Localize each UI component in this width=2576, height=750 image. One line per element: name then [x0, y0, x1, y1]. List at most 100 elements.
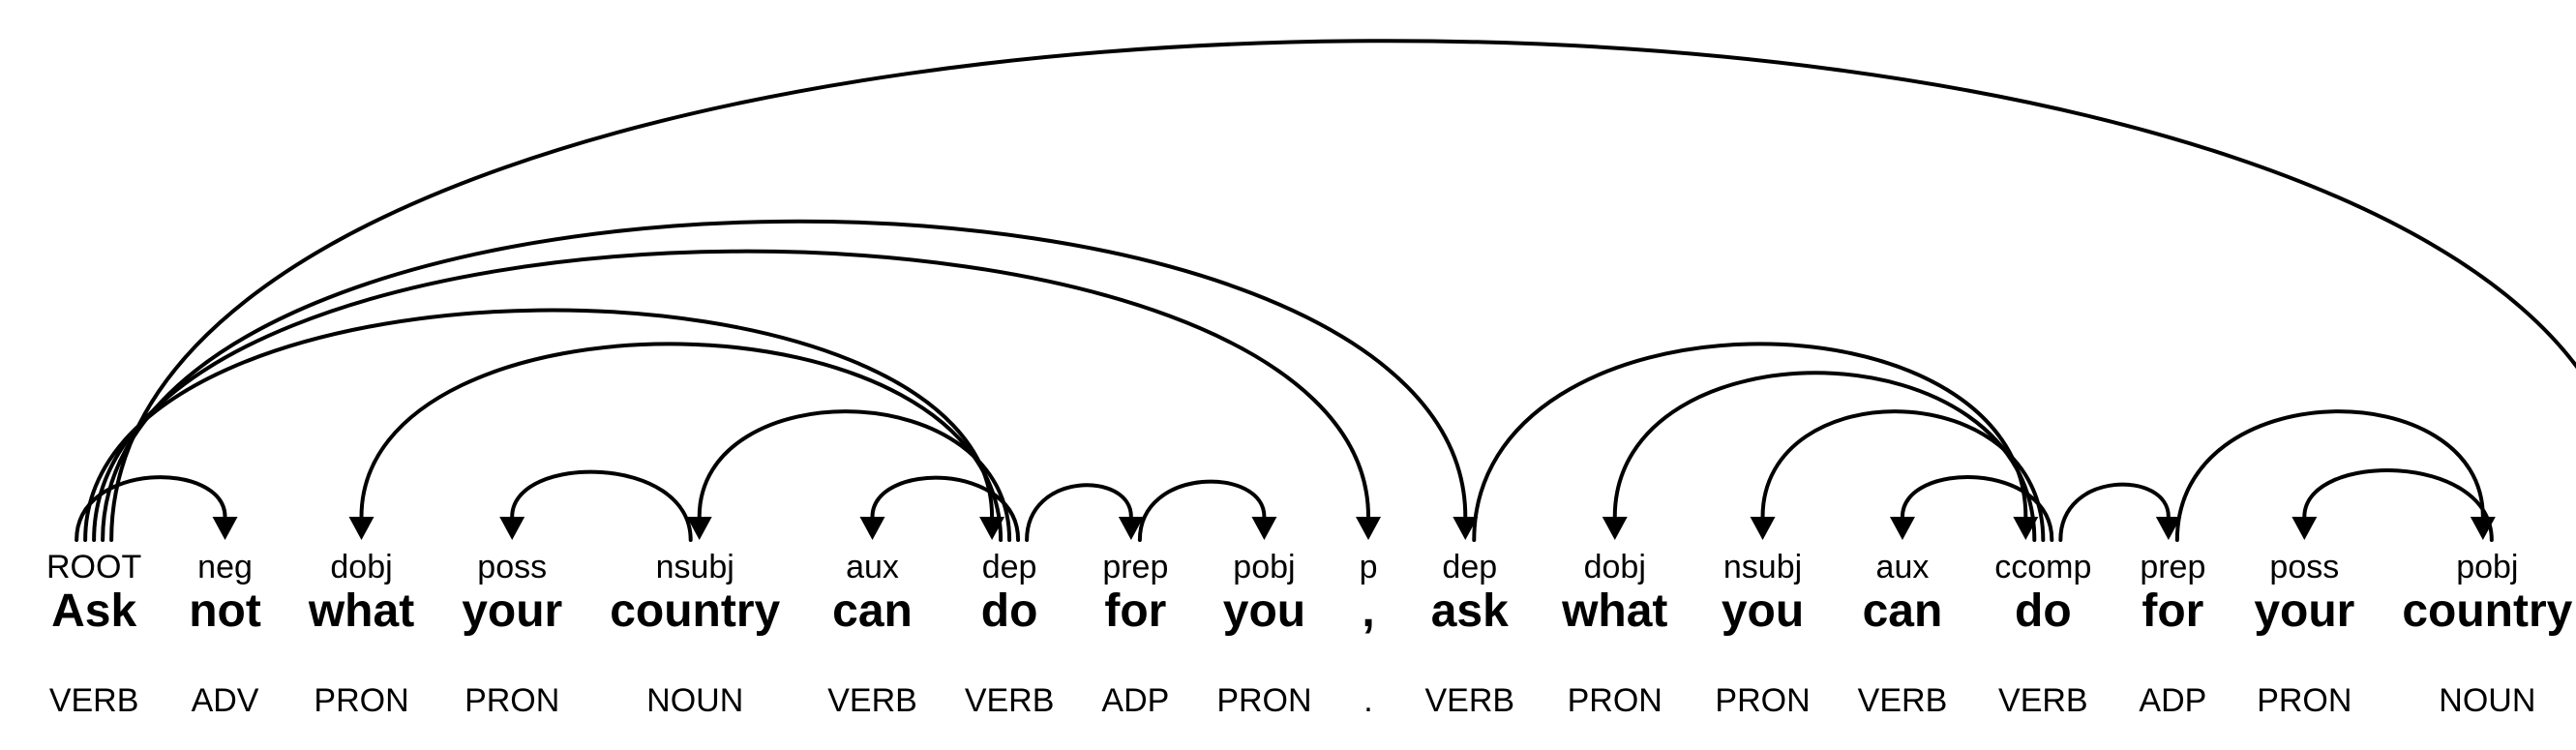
dependency-label: prep: [2140, 549, 2206, 585]
dependency-arc: [1472, 342, 2028, 542]
dependency-label: pobj: [2456, 549, 2519, 585]
dependency-arc: [697, 409, 1012, 542]
pos-tag: PRON: [314, 682, 409, 719]
dependency-arc: [101, 219, 1468, 542]
arrowhead-icon: [2013, 517, 2039, 540]
pos-tag: NOUN: [2439, 682, 2536, 719]
dependency-label: nsubj: [655, 549, 734, 585]
arrowhead-icon: [499, 517, 525, 540]
pos-tag: ADP: [1101, 682, 1170, 719]
token-word: your: [2254, 585, 2355, 637]
dependency-arc: [2058, 482, 2171, 542]
token-word: ask: [1430, 585, 1509, 637]
pos-tag: NOUN: [646, 682, 744, 719]
dependency-arc: [109, 39, 2576, 542]
token-word: do: [980, 585, 1038, 637]
dependency-arc: [2174, 409, 2485, 542]
pos-tag: PRON: [1567, 682, 1662, 719]
dependency-arc: [510, 469, 693, 542]
arrowhead-icon: [212, 517, 238, 540]
token-word: Ask: [51, 585, 137, 637]
arrowhead-icon: [2291, 517, 2318, 540]
token: p,.: [1360, 550, 1378, 718]
arrowhead-icon: [1251, 517, 1277, 540]
dependency-label: dep: [981, 549, 1037, 585]
dependency-label: dobj: [330, 549, 393, 585]
dependency-label: pobj: [1233, 549, 1296, 585]
pos-tag: ADP: [2139, 682, 2207, 719]
dependency-arc: [2302, 468, 2494, 542]
token-word: you: [1222, 585, 1306, 637]
dependency-arc: [1760, 409, 2046, 542]
pos-tag: ADV: [191, 682, 259, 719]
arrowhead-icon: [686, 517, 712, 540]
dependency-label: prep: [1102, 549, 1169, 585]
dependency-label: poss: [2269, 549, 2340, 585]
dependency-arc: [1137, 479, 1267, 542]
token-word: can: [1862, 585, 1943, 637]
dependency-label: aux: [846, 549, 899, 585]
arrowhead-icon: [1750, 517, 1776, 540]
token-word: your: [462, 585, 563, 637]
dependency-arc: [359, 342, 1003, 542]
pos-tag: PRON: [2257, 682, 2352, 719]
dependency-arc: [870, 475, 1021, 542]
dependency-label: ccomp: [1994, 549, 2092, 585]
dependency-label: dep: [1442, 549, 1498, 585]
token-word: not: [189, 585, 261, 637]
arrowhead-icon: [1453, 517, 1479, 540]
token-word: for: [1104, 585, 1167, 637]
arrowhead-icon: [859, 517, 885, 540]
token-word: do: [2015, 585, 2072, 637]
arrowhead-icon: [348, 517, 374, 540]
token-word: you: [1721, 585, 1805, 637]
arrowhead-icon: [2155, 517, 2181, 540]
token-word: ,: [1362, 585, 1375, 637]
token-word: can: [832, 585, 913, 637]
dependency-arc: [92, 249, 1371, 542]
dependency-label: neg: [197, 549, 253, 585]
pos-tag: VERB: [964, 682, 1055, 719]
dependency-arc: [75, 475, 227, 542]
dependency-arc: [83, 308, 995, 542]
arrowhead-icon: [1889, 517, 1915, 540]
pos-tag: VERB: [1998, 682, 2088, 719]
token-word: country: [2402, 585, 2573, 637]
dependency-label: ROOT: [46, 549, 142, 585]
token-word: what: [1562, 585, 1668, 637]
dependency-label: nsubj: [1722, 549, 1803, 585]
pos-tag: PRON: [464, 682, 560, 719]
pos-tag: PRON: [1216, 682, 1312, 719]
dependency-arc: [1900, 475, 2054, 542]
dependency-label: poss: [477, 549, 548, 585]
dependency-label: dobj: [1583, 549, 1646, 585]
dependency-arc: [1025, 483, 1133, 542]
arrowhead-icon: [2470, 517, 2496, 540]
pos-tag: .: [1363, 682, 1373, 719]
dependency-arc: [1612, 371, 2037, 542]
dependency-label: p: [1359, 549, 1378, 585]
pos-tag: VERB: [1424, 682, 1515, 719]
dependency-label: aux: [1875, 549, 1930, 585]
token-word: what: [308, 585, 415, 637]
pos-tag: VERB: [827, 682, 917, 719]
